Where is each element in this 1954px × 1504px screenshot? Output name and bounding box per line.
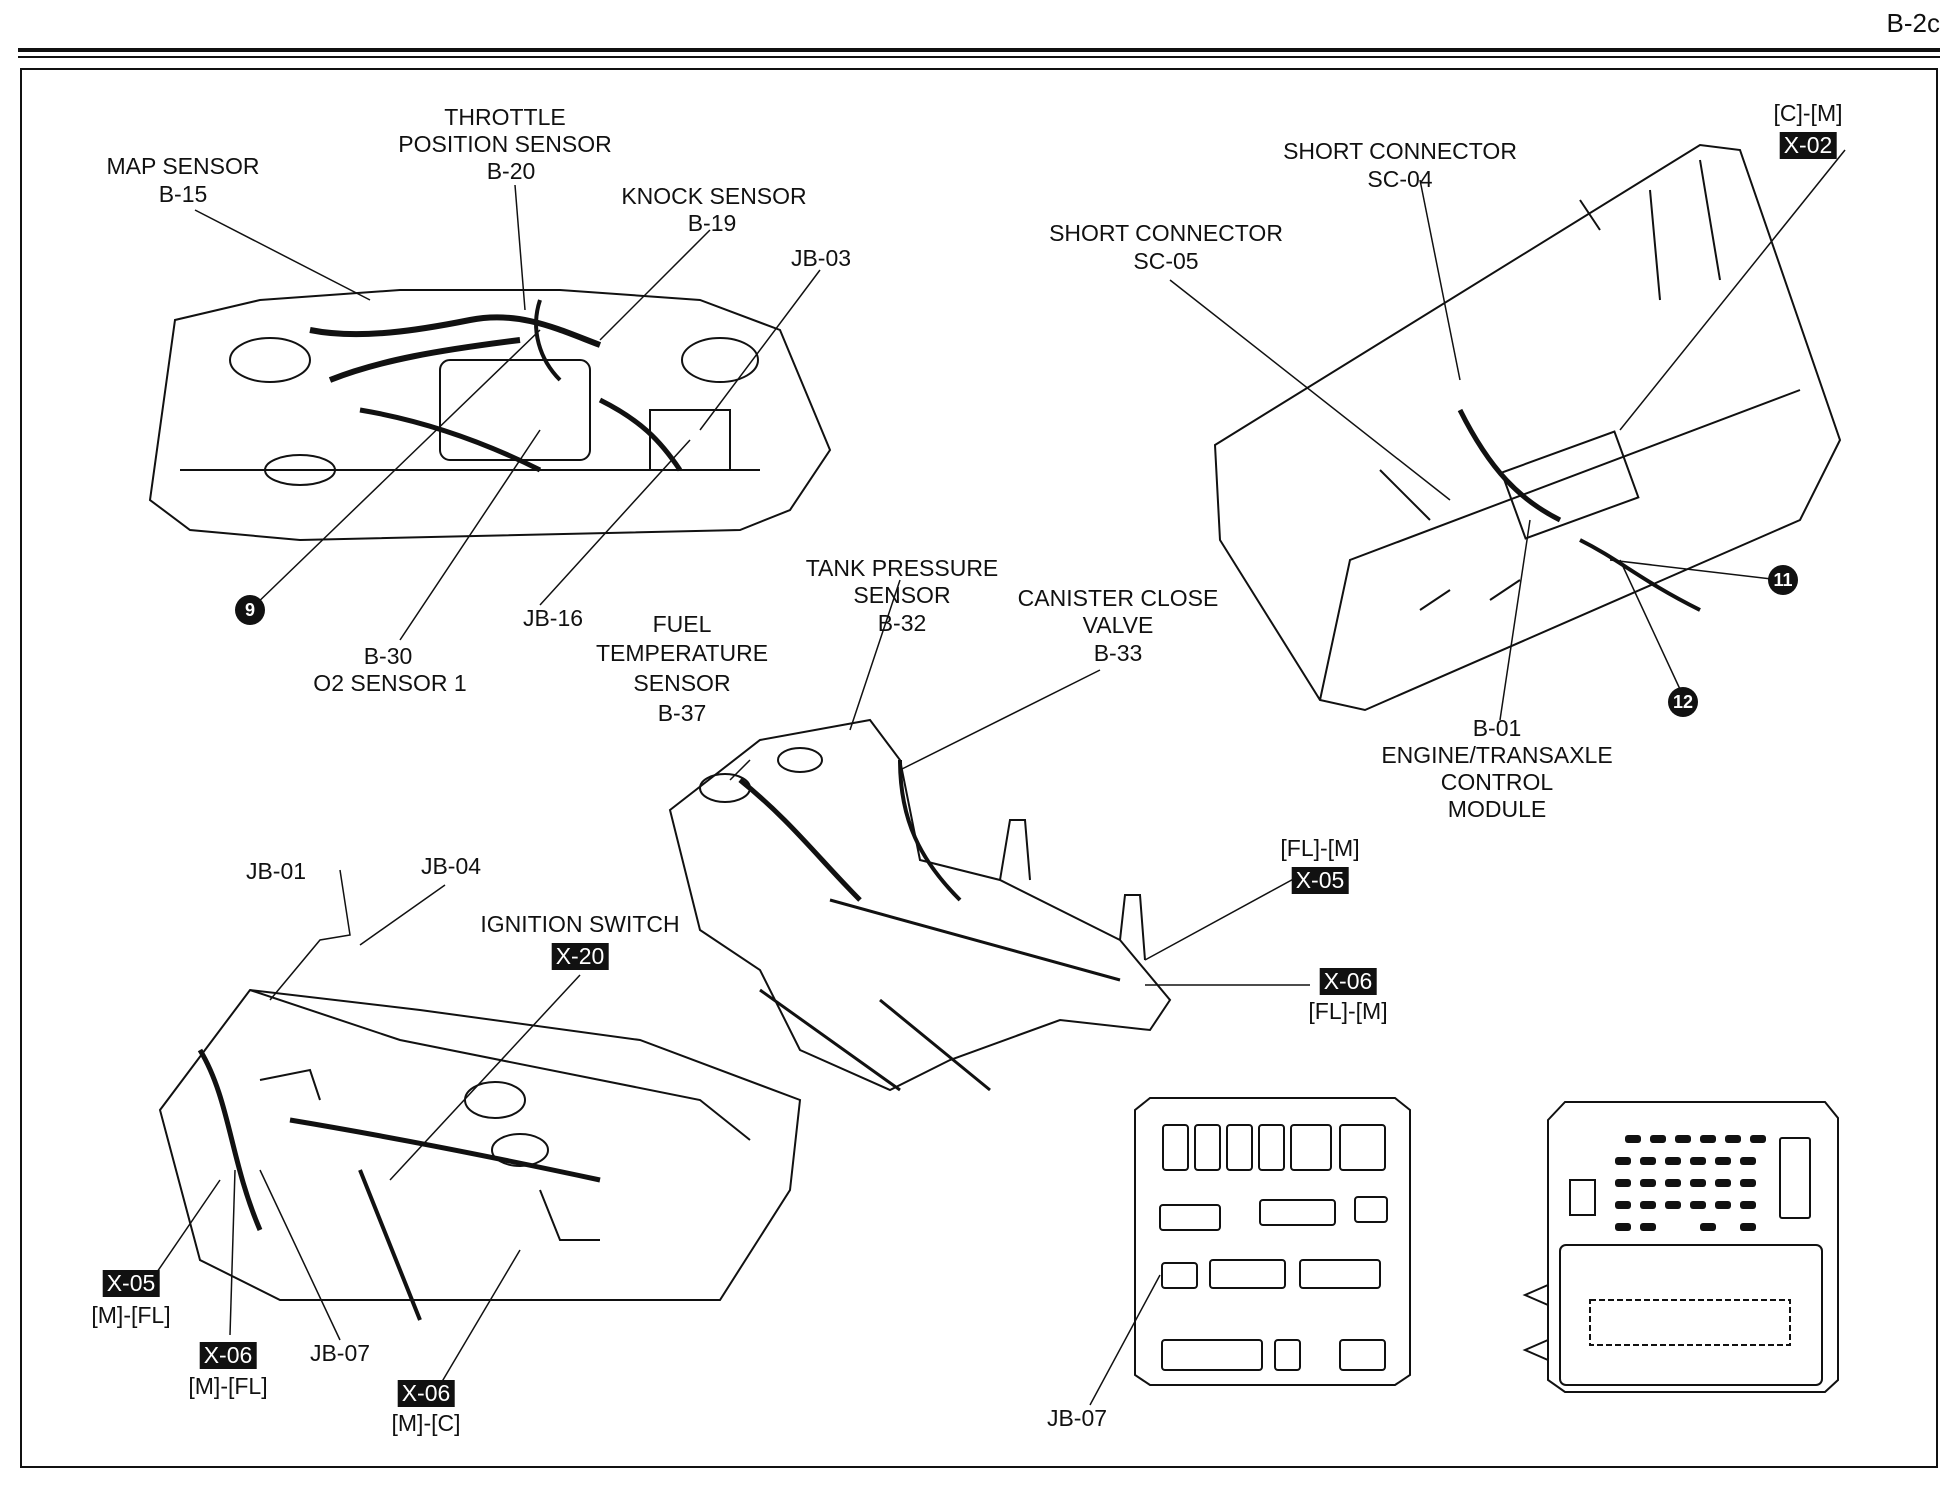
callout-12: 12 xyxy=(1668,687,1698,717)
jb07-dash-label: JB-07 xyxy=(309,1340,371,1366)
fl-m-label-bottom: [FL]-[M] xyxy=(1308,998,1388,1024)
diagram-frame xyxy=(20,68,1938,1468)
canister-label-line1: CANISTER CLOSE xyxy=(1017,585,1219,611)
b37-label: B-37 xyxy=(657,700,707,726)
b20-label: B-20 xyxy=(486,158,536,184)
ecm-label-line2: CONTROL xyxy=(1440,769,1554,795)
o2-sensor-label: O2 SENSOR 1 xyxy=(313,670,467,696)
junction-box-rear-drawing xyxy=(1522,1101,1839,1393)
leader-lines xyxy=(154,149,1846,1406)
header-rule-thin xyxy=(18,56,1940,58)
engine-compartment-drawing xyxy=(148,289,832,542)
map-sensor-label: MAP SENSOR xyxy=(106,153,260,179)
jb07-box-label: JB-07 xyxy=(1046,1405,1108,1431)
throttle-label-line2: POSITION SENSOR xyxy=(398,131,612,157)
b33-label: B-33 xyxy=(1093,640,1143,666)
jb16-label: JB-16 xyxy=(522,605,584,631)
sc05-label: SC-05 xyxy=(1133,248,1199,274)
short-connector-sc05-label: SHORT CONNECTOR xyxy=(1049,220,1283,246)
callout-11: 11 xyxy=(1768,565,1798,595)
m-fl-label-2: [M]-[FL] xyxy=(188,1373,268,1399)
b15-label: B-15 xyxy=(158,181,208,207)
jb01-label: JB-01 xyxy=(245,858,307,884)
b32-label: B-32 xyxy=(877,610,927,636)
header-rule xyxy=(18,48,1940,52)
ecm-label-line3: MODULE xyxy=(1447,796,1547,822)
ecm-label-line1: ENGINE/TRANSAXLE xyxy=(1381,742,1613,768)
b30-label: B-30 xyxy=(363,643,413,669)
floor-harness-drawing xyxy=(668,718,1172,1092)
fuel-temp-label-line3: SENSOR xyxy=(633,670,731,696)
throttle-label-line1: THROTTLE xyxy=(444,104,566,130)
x02-tag: X-02 xyxy=(1779,132,1837,159)
c-m-label: [C]-[M] xyxy=(1773,100,1843,126)
callout-9: 9 xyxy=(235,595,265,625)
jb04-label: JB-04 xyxy=(420,853,482,879)
tank-pressure-label-line1: TANK PRESSURE xyxy=(805,555,999,581)
b01-label: B-01 xyxy=(1472,715,1522,741)
fl-m-label-top: [FL]-[M] xyxy=(1280,835,1360,861)
sc04-label: SC-04 xyxy=(1367,166,1433,192)
x05-dash-tag: X-05 xyxy=(102,1270,160,1297)
canister-label-line2: VALVE xyxy=(1082,612,1154,638)
fuel-temp-label-line2: TEMPERATURE xyxy=(595,640,769,666)
m-fl-label-1: [M]-[FL] xyxy=(91,1302,171,1328)
page-id: B-2c xyxy=(1886,8,1940,38)
x06-c-tag: X-06 xyxy=(397,1380,455,1407)
knock-sensor-label: KNOCK SENSOR xyxy=(621,183,807,209)
short-connector-sc04-label: SHORT CONNECTOR xyxy=(1283,138,1517,164)
tank-pressure-label-line2: SENSOR xyxy=(853,582,951,608)
x20-tag: X-20 xyxy=(551,943,609,970)
x06-floor-tag: X-06 xyxy=(1319,968,1377,995)
b19-label: B-19 xyxy=(687,210,737,236)
ecm-console-drawing xyxy=(1213,143,1842,712)
ignition-switch-label: IGNITION SWITCH xyxy=(480,911,680,937)
x06-dash-tag: X-06 xyxy=(199,1342,257,1369)
dashboard-drawing xyxy=(158,988,802,1321)
x05-floor-tag: X-05 xyxy=(1291,867,1349,894)
jb03-label: JB-03 xyxy=(790,245,852,271)
m-c-label: [M]-[C] xyxy=(391,1410,461,1436)
junction-box-front-drawing xyxy=(1134,1097,1411,1386)
fuel-temp-label-line1: FUEL xyxy=(652,611,712,637)
